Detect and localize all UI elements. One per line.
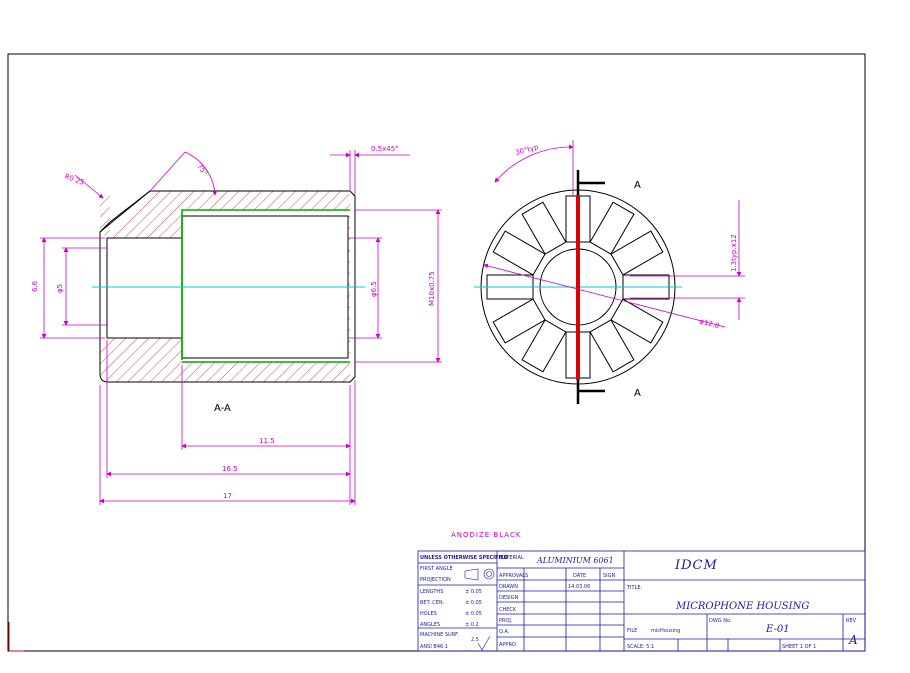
row-appro: APPRO.: [499, 642, 518, 648]
cut-label-top: A: [634, 180, 641, 191]
rev: A: [848, 633, 858, 647]
dwg-no-label: DWG No.: [709, 618, 732, 624]
dim-angle: 75°: [195, 163, 209, 178]
machine-surf: MACHINE SURF.: [420, 632, 459, 638]
title-label: TITLE:: [626, 585, 643, 591]
file-label: FILE: [627, 628, 637, 634]
projection-icon: [464, 568, 495, 581]
standard: ANSI B46.1: [420, 644, 448, 650]
body-outline: [99, 190, 356, 383]
approvals: APPROVALS: [499, 573, 528, 579]
dim-chamfer-top: R0.25: [63, 172, 85, 187]
tol-lengths-value: ± 0.05: [465, 589, 482, 595]
tol-bet-cen: BET. CEN.: [420, 600, 445, 606]
row-proj: PROJ.: [499, 618, 513, 624]
dim-bore: φ5: [56, 284, 64, 293]
dwg-no: E-01: [765, 624, 790, 635]
tol-angles-value: ± 0.2: [465, 622, 479, 628]
dim-chamfer-edge: 0.5x45°: [371, 145, 399, 153]
row-check: CHECK: [499, 607, 517, 613]
section-view: R0.25 75° 0.5x45° 6.6 φ5 φ6.5 M10x0.75 1…: [31, 145, 442, 505]
section-label: A-A: [214, 403, 231, 414]
dim-16-5: 16.5: [222, 465, 238, 473]
scale: SCALE: 5:1: [627, 644, 654, 650]
material: ALUMINIUM 6061: [536, 556, 614, 565]
date-header: DATE: [573, 573, 586, 579]
tol-holes: HOLES: [420, 611, 437, 617]
tolerance-header: UNLESS OTHERWISE SPECIFIED: [420, 555, 508, 561]
machine-surf-value: 2.5: [471, 637, 479, 643]
tol-angles: ANGLES: [420, 622, 440, 628]
file-name: micHousing: [651, 628, 680, 634]
sign-header: SIGN: [603, 573, 616, 579]
end-view: A A 30°typ 1.3typ.x12 φ12.8: [474, 140, 745, 404]
projection: PROJECTION: [420, 577, 451, 583]
surface-finish-icon: [477, 635, 491, 651]
origin-marker: [8, 622, 24, 652]
row-qa: Q.A.: [499, 629, 510, 635]
first-angle: FIRST ANGLE: [420, 566, 453, 572]
tol-bet-cen-value: ± 0.05: [465, 600, 482, 606]
company: IDCM: [674, 558, 718, 573]
dim-thread: M10x0.75: [428, 271, 436, 306]
row-drawn: DRAWN: [499, 584, 518, 590]
dim-circle: φ12.8: [698, 317, 720, 330]
dim-17: 17: [223, 492, 232, 500]
dim-outer-left: 6.6: [31, 280, 39, 292]
dim-angle-typ: 30°typ: [514, 143, 540, 157]
tol-holes-value: ± 0.05: [465, 611, 482, 617]
rev-label: REV: [846, 618, 857, 624]
dim-inner: φ6.5: [370, 281, 378, 297]
drawn-date: 14.03.06: [568, 584, 590, 590]
drawing-title: MICROPHONE HOUSING: [675, 601, 809, 612]
cut-label-bottom: A: [634, 388, 641, 399]
title-block: UNLESS OTHERWISE SPECIFIED FIRST ANGLE P…: [417, 550, 866, 652]
row-design: DESIGN: [499, 595, 519, 601]
material-label: MATERIAL: [499, 555, 524, 561]
sheet: SHEET 1 OF 1: [782, 644, 816, 650]
note-anodize: ANODIZE BLACK: [451, 531, 521, 539]
dim-slot-width: 1.3typ.x12: [730, 234, 738, 272]
tol-lengths: LENGTHS: [420, 589, 443, 595]
dim-11-5: 11.5: [259, 437, 275, 445]
